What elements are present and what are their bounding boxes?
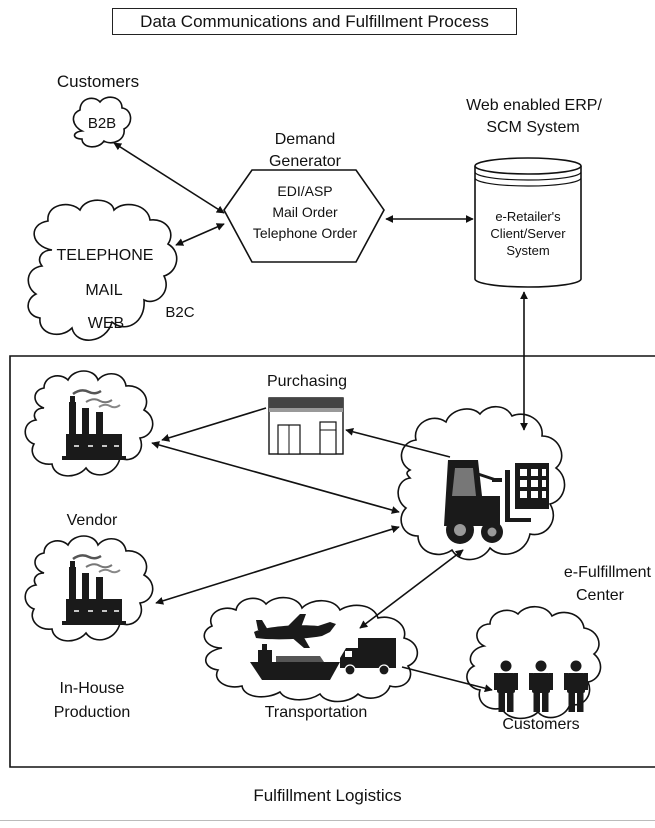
ship-icon — [250, 644, 340, 680]
b2b-demand-arrow — [113, 142, 225, 214]
vendor-label: Vendor — [67, 512, 118, 529]
truck-icon — [340, 638, 396, 676]
b2b-label: B2B — [88, 115, 116, 132]
airplane-icon — [254, 614, 336, 648]
b2b-cloud — [72, 96, 132, 148]
in-house-label: In-House — [60, 680, 125, 697]
erp-heading: Web enabled ERP/ — [466, 97, 602, 114]
system-label: System — [506, 243, 549, 258]
fulfillment-center-label: Center — [576, 587, 625, 604]
mail-order-label: Mail Order — [272, 204, 338, 220]
b2c-demand-arrow — [175, 223, 225, 246]
web-label: WEB — [88, 315, 124, 332]
fulfillment-transport-arrow — [359, 549, 464, 629]
purchasing-building-icon — [268, 397, 344, 455]
purchasing-label: Purchasing — [267, 373, 347, 390]
telephone-order-label: Telephone Order — [253, 225, 358, 241]
mail-label: MAIL — [85, 282, 122, 299]
fulfillment-logistics-caption: Fulfillment Logistics — [253, 786, 402, 805]
demand-generator-heading: Demand — [275, 131, 335, 148]
customers-heading: Customers — [57, 72, 139, 91]
telephone-label: TELEPHONE — [57, 247, 154, 264]
demand-generator-heading: Generator — [269, 153, 342, 170]
fulfillment-logistics-frame — [9, 355, 655, 768]
transportation-label: Transportation — [265, 704, 368, 721]
vendor-fulfillment-arrow — [151, 441, 400, 514]
diagram-title: Data Communications and Fulfillment Proc… — [112, 8, 517, 35]
demand-generator-hexagon — [223, 169, 385, 263]
b2c-label: B2C — [165, 304, 194, 321]
fulfillment-center-label: e-Fulfillment — [564, 564, 652, 581]
erp-cylinder — [474, 157, 582, 288]
edi-asp-label: EDI/ASP — [277, 183, 332, 199]
transport-customers-arrow — [401, 666, 493, 693]
forklift-icon — [444, 460, 549, 544]
b2c-cloud — [27, 199, 178, 341]
erp-heading: SCM System — [486, 119, 579, 136]
purchasing-vendor-arrow — [161, 407, 267, 442]
e-retailer-label: e-Retailer's — [495, 209, 561, 224]
in-house-fulfillment-arrow — [155, 525, 400, 605]
client-server-label: Client/Server — [490, 226, 566, 241]
customers-label: Customers — [502, 716, 579, 733]
in-house-label: Production — [54, 704, 131, 721]
bottom-divider — [0, 820, 655, 821]
